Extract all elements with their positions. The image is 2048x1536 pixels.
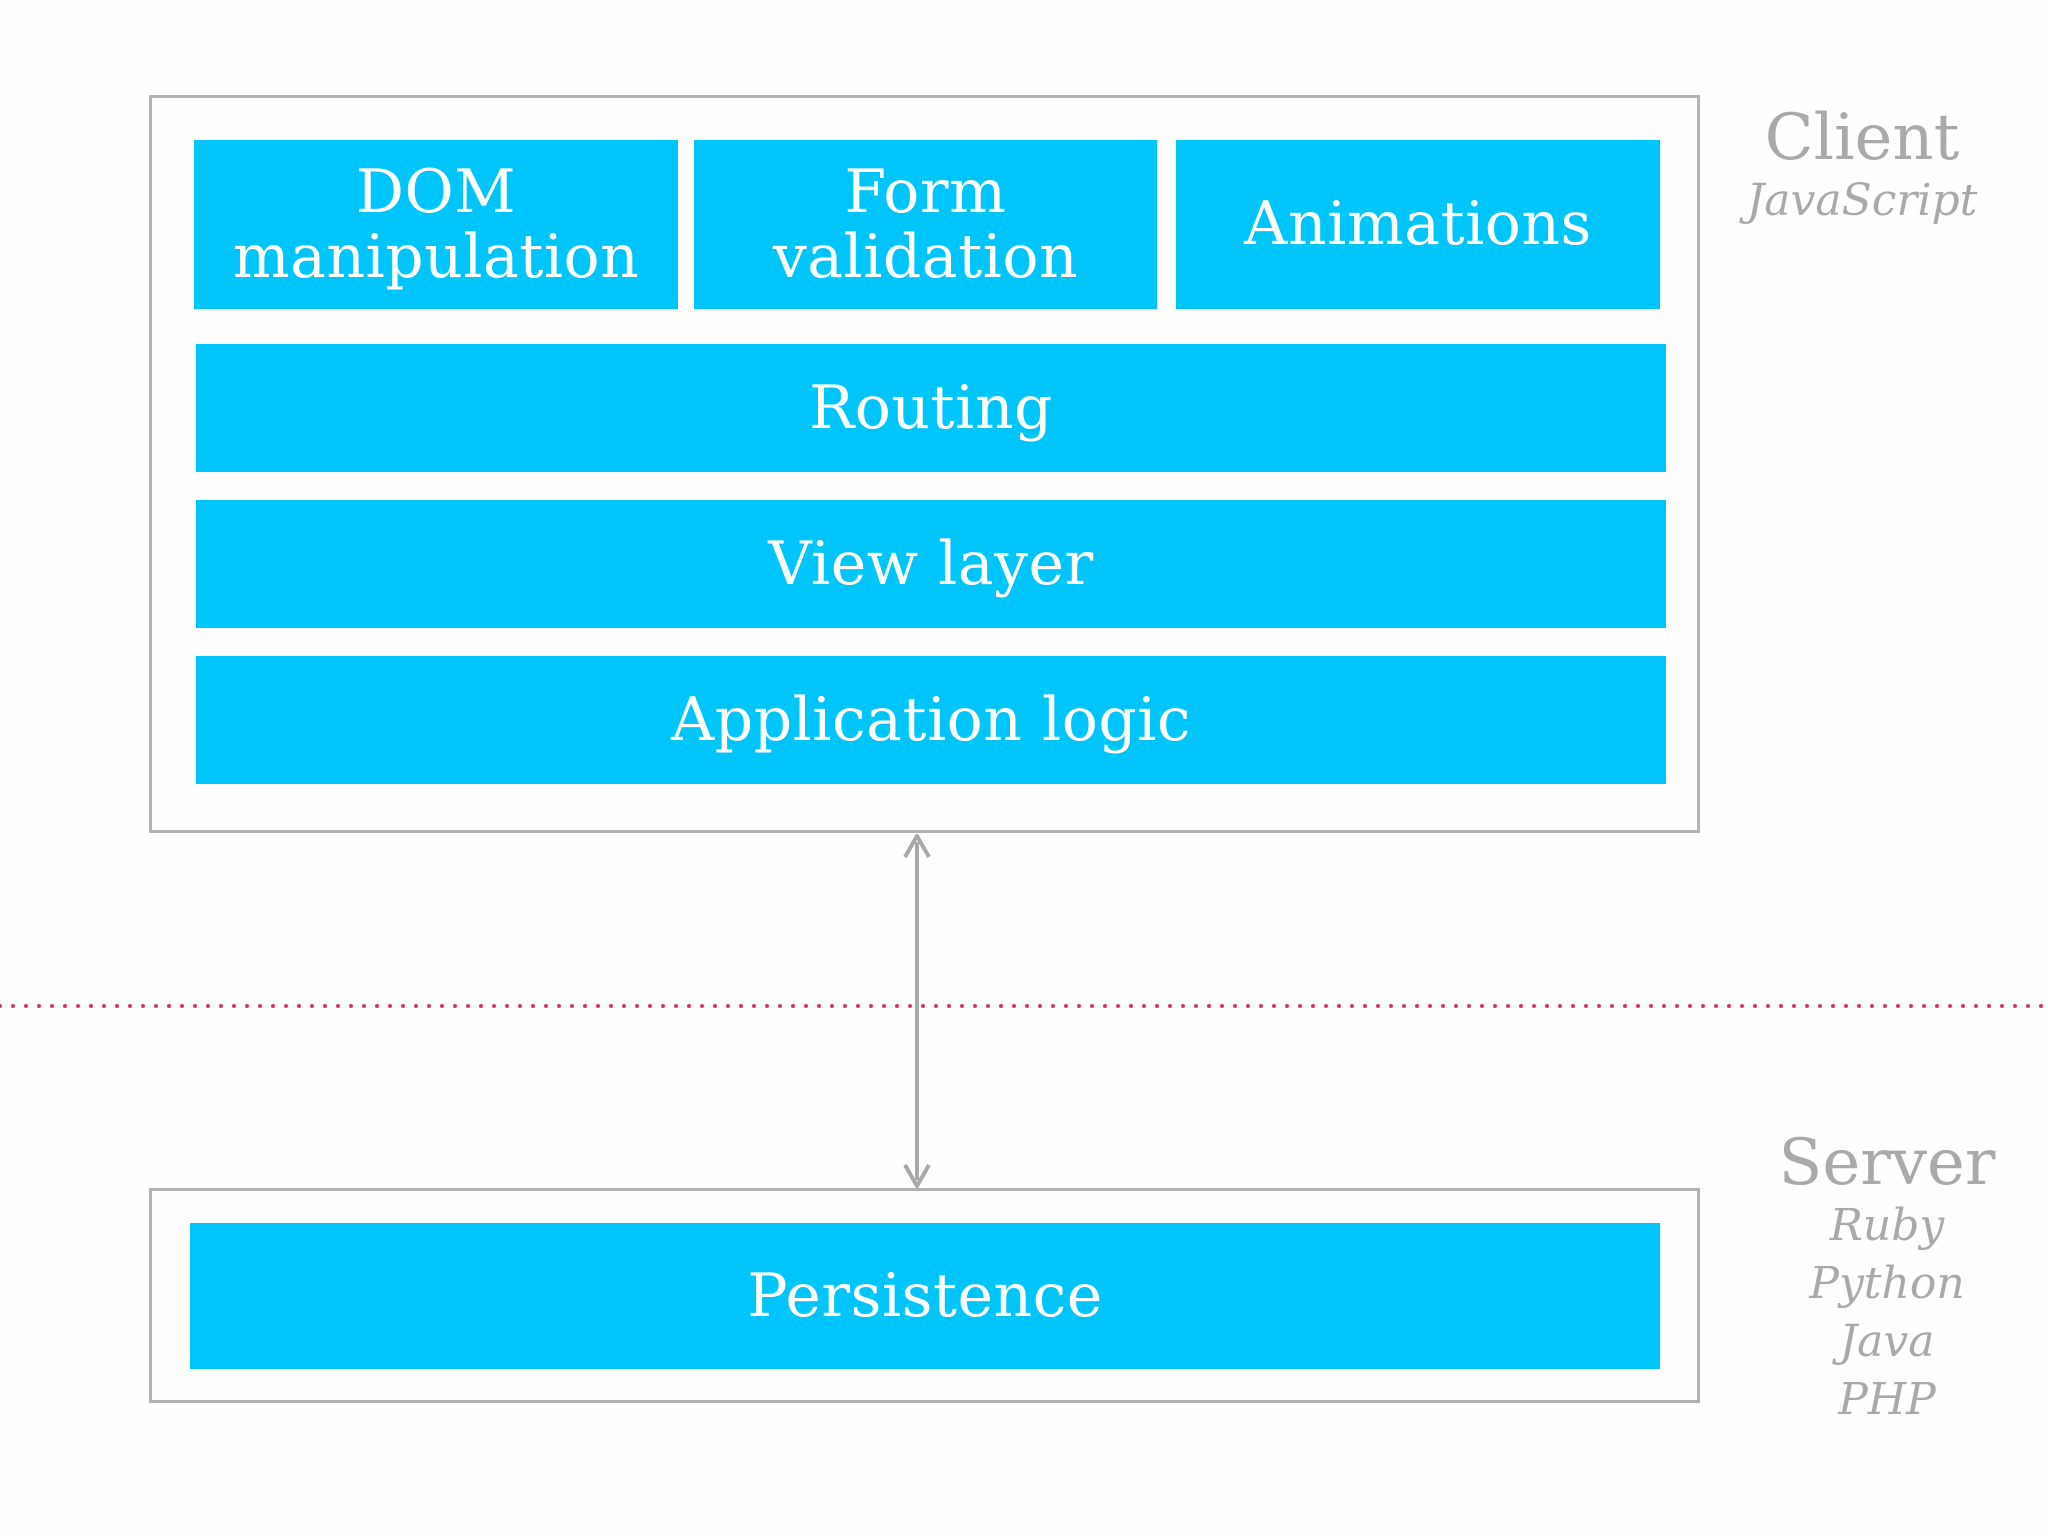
client-language: JavaScript (1746, 175, 1978, 227)
animations-block: Animations (1176, 140, 1660, 309)
arrow-head-up (903, 834, 931, 858)
server-frame (149, 1188, 1700, 1403)
bidirectional-arrow (903, 834, 931, 1188)
server-title: Server (1778, 1126, 1996, 1200)
routing-block: Routing (196, 344, 1666, 472)
server-label: Server Ruby Python Java PHP (1752, 1126, 2022, 1430)
form-validation-block: Form validation (694, 140, 1157, 309)
server-language-ruby: Ruby (1829, 1200, 1945, 1252)
server-language-php: PHP (1838, 1374, 1936, 1426)
application-logic-block: Application logic (196, 656, 1666, 784)
arrow-head-down (903, 1164, 931, 1188)
persistence-block: Persistence (190, 1223, 1660, 1369)
client-label: Client JavaScript (1722, 101, 2002, 230)
client-title: Client (1764, 101, 1960, 175)
server-language-java: Java (1839, 1316, 1935, 1368)
server-language-python: Python (1809, 1258, 1965, 1310)
view-layer-block: View layer (196, 500, 1666, 628)
dom-manipulation-block: DOM manipulation (194, 140, 678, 309)
client-frame (149, 95, 1700, 833)
